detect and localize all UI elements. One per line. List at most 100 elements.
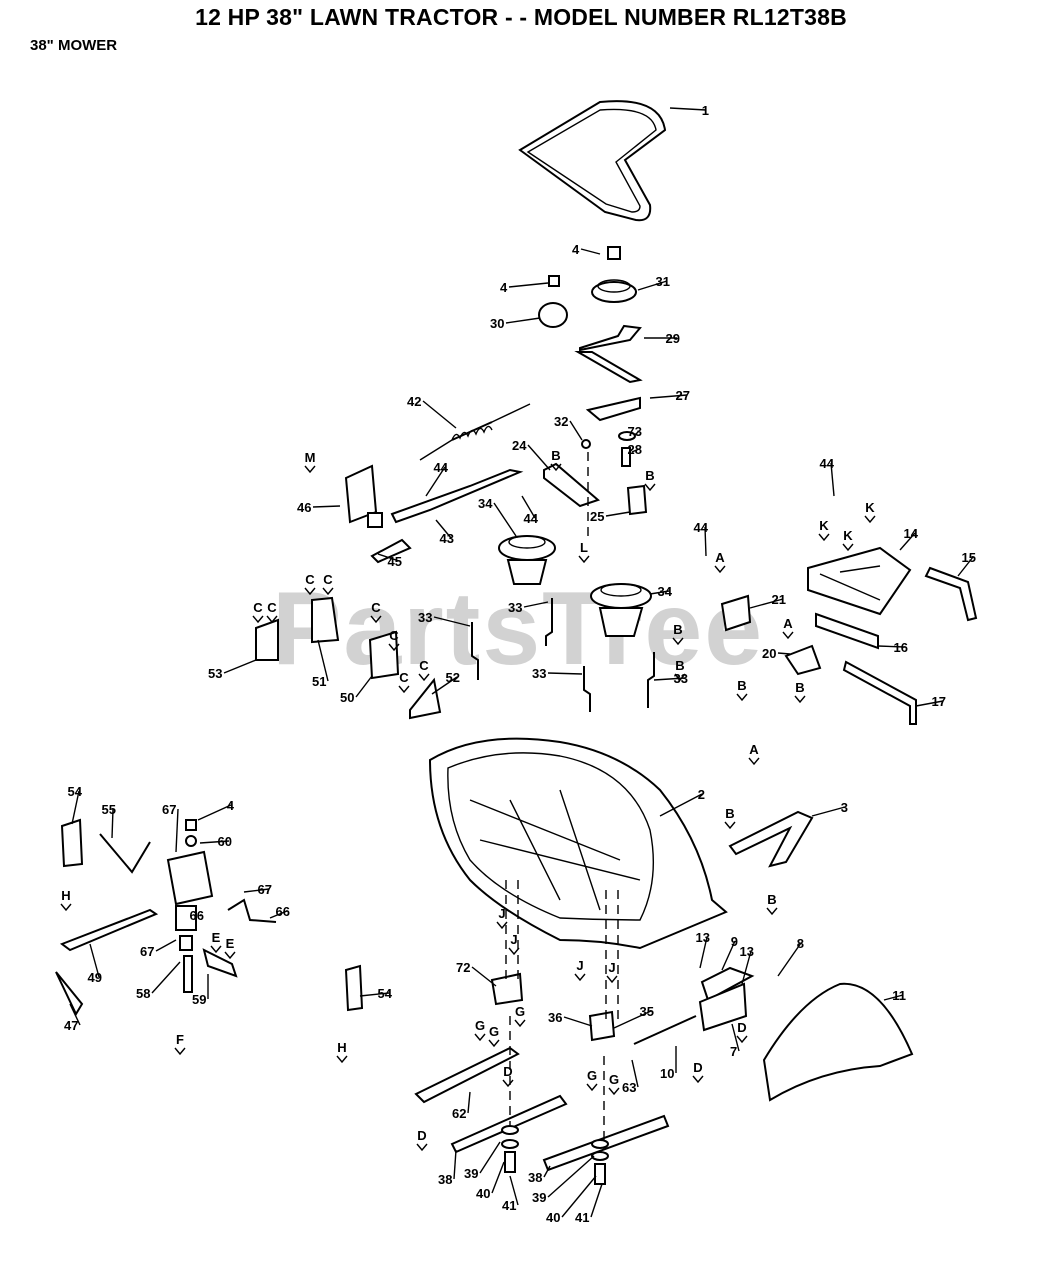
leader-line	[505, 317, 541, 324]
leader-line	[915, 700, 944, 707]
part-deck	[428, 737, 728, 950]
reference-letter-J: J	[510, 932, 517, 947]
part-belt	[518, 100, 667, 222]
leader-line	[175, 808, 179, 853]
leader-line	[431, 676, 458, 695]
part-callout-44: 44	[694, 520, 709, 535]
part-callout-63: 63	[622, 1080, 636, 1095]
part-callout-55: 55	[102, 802, 116, 817]
reference-letter-B: B	[675, 658, 684, 673]
reference-letter-C: C	[305, 572, 315, 587]
leader-line	[877, 645, 906, 648]
leader-line	[523, 601, 549, 608]
reference-marker	[502, 1079, 514, 1088]
reference-marker	[416, 1143, 428, 1152]
part-callout-34: 34	[658, 584, 673, 599]
part-callout-27: 27	[676, 388, 690, 403]
leader-line	[883, 994, 904, 1001]
part-callout-41: 41	[575, 1210, 589, 1225]
reference-letter-K: K	[865, 500, 875, 515]
part-callout-16: 16	[894, 640, 908, 655]
part-callout-67: 67	[258, 882, 272, 897]
leader-line	[521, 495, 536, 519]
leader-line	[111, 808, 114, 839]
reference-letter-D: D	[737, 1020, 746, 1035]
part-callout-66: 66	[190, 908, 204, 923]
leader-line	[721, 940, 736, 971]
part-callout-43: 43	[440, 531, 454, 546]
reference-letter-C: C	[419, 658, 429, 673]
part-right-linkage	[720, 546, 978, 725]
leader-line	[467, 1091, 471, 1114]
reference-letter-E: E	[212, 930, 221, 945]
leader-line	[425, 466, 446, 497]
part-callout-3: 3	[841, 800, 848, 815]
part-callout-51: 51	[312, 674, 326, 689]
reference-letter-C: C	[389, 628, 399, 643]
leader-line	[563, 1016, 593, 1027]
part-callout-32: 32	[554, 414, 568, 429]
leader-line	[155, 939, 177, 952]
part-callout-33: 33	[418, 610, 432, 625]
part-callout-13: 13	[740, 944, 754, 959]
reference-marker	[766, 907, 778, 916]
part-callout-50: 50	[340, 690, 354, 705]
part-rods	[471, 598, 655, 712]
leader-line	[731, 1023, 740, 1052]
reference-letter-C: C	[253, 600, 263, 615]
leader-line	[151, 961, 181, 994]
reference-marker	[224, 951, 236, 960]
part-callout-7: 7	[730, 1044, 737, 1059]
leader-line	[569, 420, 583, 441]
leader-line	[69, 1003, 81, 1026]
leader-line	[243, 888, 270, 893]
reference-letter-H: H	[337, 1040, 346, 1055]
leader-line	[590, 1183, 603, 1218]
part-brackets-left	[255, 596, 442, 720]
leader-line	[637, 280, 668, 291]
leader-line	[317, 639, 329, 682]
reference-letter-L: L	[580, 540, 588, 555]
reference-letter-B: B	[725, 806, 734, 821]
part-callout-29: 29	[666, 331, 680, 346]
reference-marker	[418, 673, 430, 682]
leader-line	[653, 677, 686, 681]
leader-line	[649, 590, 670, 595]
reference-marker	[578, 555, 590, 564]
part-callout-54: 54	[378, 986, 393, 1001]
part-callout-46: 46	[297, 500, 311, 515]
part-callout-42: 42	[407, 394, 421, 409]
leader-line	[479, 1141, 501, 1174]
leader-line	[631, 448, 640, 453]
part-callout-73: 73	[628, 424, 642, 439]
reference-marker	[174, 1047, 186, 1056]
reference-letter-E: E	[226, 936, 235, 951]
reference-marker	[672, 637, 684, 646]
part-callout-39: 39	[464, 1166, 478, 1181]
reference-marker	[488, 1039, 500, 1048]
part-callout-47: 47	[64, 1018, 78, 1033]
leader-line	[199, 914, 202, 917]
reference-marker	[474, 1033, 486, 1042]
part-callout-33: 33	[508, 600, 522, 615]
part-callout-30: 30	[490, 316, 504, 331]
part-callout-20: 20	[762, 646, 776, 661]
reference-letter-J: J	[576, 958, 583, 973]
leader-line	[471, 966, 497, 987]
reference-letter-C: C	[323, 572, 333, 587]
reference-marker	[514, 1019, 526, 1028]
reference-letter-A: A	[749, 742, 759, 757]
leader-line	[312, 505, 341, 508]
leader-line	[453, 1149, 457, 1180]
leader-line	[223, 659, 257, 674]
leader-line	[830, 462, 835, 497]
reference-marker	[398, 685, 410, 694]
reference-marker	[508, 947, 520, 956]
reference-letter-C: C	[267, 600, 277, 615]
leader-line	[89, 943, 100, 978]
reference-letter-F: F	[176, 1032, 184, 1047]
reference-letter-G: G	[587, 1068, 597, 1083]
reference-marker	[606, 975, 618, 984]
reference-marker	[794, 695, 806, 704]
part-callout-45: 45	[388, 554, 402, 569]
